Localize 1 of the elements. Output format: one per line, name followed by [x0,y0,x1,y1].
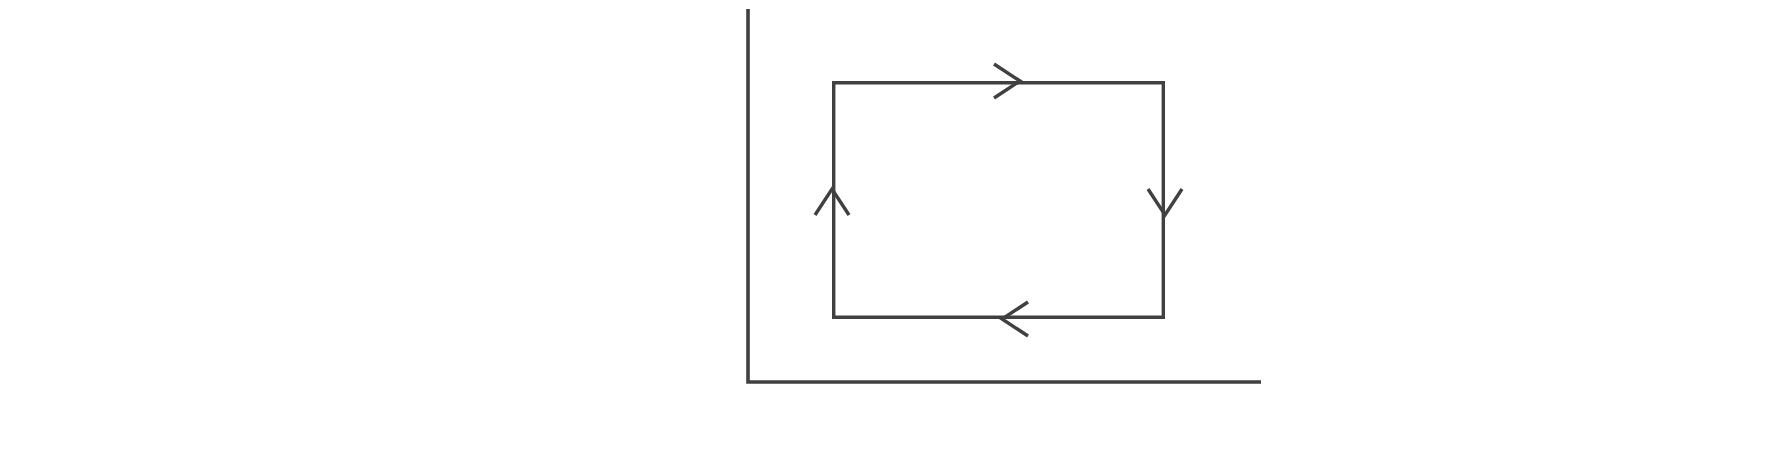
cycle-rectangle [832,81,1165,319]
